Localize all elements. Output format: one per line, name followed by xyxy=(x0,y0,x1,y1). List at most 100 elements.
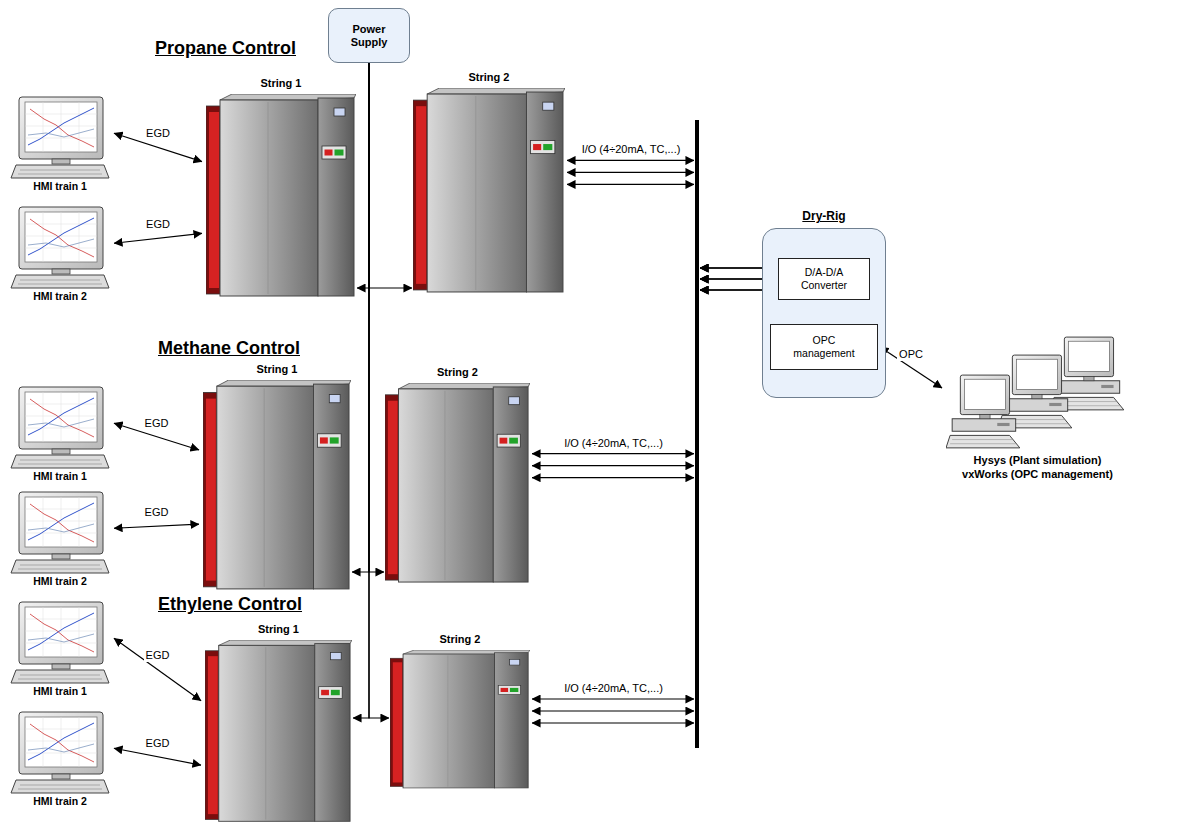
hmi-workstation: HMI train 1 xyxy=(10,95,110,192)
connector xyxy=(357,63,369,288)
box-label: OPC management xyxy=(791,334,857,360)
connector xyxy=(369,63,412,288)
connector xyxy=(369,63,389,718)
connector xyxy=(114,748,201,765)
control-cabinet: String 2 xyxy=(413,70,565,295)
hmi-caption: HMI train 2 xyxy=(10,290,110,302)
connector xyxy=(114,638,201,700)
connector xyxy=(114,524,199,528)
monitor-icon xyxy=(10,385,110,470)
string-label: String 1 xyxy=(206,76,356,94)
cabinet-icon xyxy=(385,383,530,585)
cabinet-icon-shape xyxy=(413,88,565,292)
connector-line xyxy=(114,748,201,765)
edge-label: EGD xyxy=(144,737,172,750)
cabinet-icon-shape xyxy=(206,94,356,296)
connector xyxy=(532,268,777,723)
edge-label: EGD xyxy=(144,127,172,140)
connector-line xyxy=(114,233,202,243)
box-label: D/A-D/A Converter xyxy=(791,266,857,292)
connector-line xyxy=(352,63,369,572)
process-box: OPC management xyxy=(770,324,878,370)
io-bus xyxy=(695,120,699,748)
box-text: OPC management xyxy=(791,334,857,360)
connector xyxy=(880,347,942,388)
hmi-workstation: HMI train 1 xyxy=(10,385,110,482)
connector xyxy=(114,233,202,243)
connector-line xyxy=(532,722,694,723)
section-heading: Ethylene Control xyxy=(158,594,302,615)
box-label: Power Supply xyxy=(341,23,397,49)
hmi-workstation: HMI train 2 xyxy=(10,205,110,302)
edge-label: EGD xyxy=(144,649,172,662)
edge-label: EGD xyxy=(143,417,171,430)
hmi-workstation: HMI train 2 xyxy=(10,710,110,807)
edge-label: EGD xyxy=(143,506,171,519)
computer-icon-shape xyxy=(946,337,1124,448)
connector-line xyxy=(532,698,694,699)
process-box-outline: D/A-D/A Converter xyxy=(778,258,870,300)
dry-rig-box: Dry-RigD/A-D/A ConverterOPC management xyxy=(762,228,886,398)
edge-label: OPC xyxy=(897,348,925,361)
connector-line xyxy=(532,477,694,478)
monitor-icon-shape xyxy=(11,712,109,793)
cabinet-icon xyxy=(206,94,356,299)
hmi-workstation: HMI train 1 xyxy=(10,600,110,697)
monitor-icon xyxy=(10,710,110,795)
hmi-caption: HMI train 1 xyxy=(10,685,110,697)
connector-line xyxy=(532,453,694,454)
monitor-icon xyxy=(10,205,110,290)
monitor-icon-shape xyxy=(11,207,109,288)
process-box-outline: OPC management xyxy=(770,324,878,370)
connector-line xyxy=(369,63,412,288)
monitor-icon xyxy=(10,600,110,685)
control-cabinet: String 1 xyxy=(205,622,352,824)
connector-line xyxy=(114,524,199,528)
connector-line xyxy=(567,184,694,185)
group-heading: Dry-Rig xyxy=(762,209,886,223)
cabinet-icon xyxy=(390,650,530,790)
monitor-icon-shape xyxy=(11,492,109,573)
section-heading: Propane Control xyxy=(155,38,296,59)
monitor-icon xyxy=(10,95,110,180)
hmi-caption: HMI train 2 xyxy=(10,795,110,807)
string-label: String 2 xyxy=(413,70,565,88)
cabinet-icon-shape xyxy=(385,383,530,582)
connector-line xyxy=(567,172,694,173)
control-cabinet: String 1 xyxy=(206,76,356,299)
cabinet-icon-shape xyxy=(205,640,352,821)
connector xyxy=(353,63,369,718)
connector xyxy=(352,63,369,572)
process-box: D/A-D/A Converter xyxy=(778,258,870,300)
control-cabinet: String 2 xyxy=(390,632,530,790)
string-label: String 1 xyxy=(203,362,351,380)
simulation-computers: Hysys (Plant simulation)vxWorks (OPC man… xyxy=(930,335,1145,481)
connector-line xyxy=(880,347,942,388)
monitor-icon-shape xyxy=(11,387,109,468)
cabinet-icon xyxy=(203,380,351,592)
edge-label: I/O (4÷20mA, TC,...) xyxy=(562,682,665,695)
connector xyxy=(532,268,777,478)
edge-label: EGD xyxy=(144,218,172,231)
computer-icon xyxy=(938,335,1138,453)
connector-line xyxy=(353,63,369,718)
dry-rig-outline xyxy=(762,228,886,398)
computer-caption: vxWorks (OPC management) xyxy=(930,467,1145,481)
monitor-icon-shape xyxy=(11,97,109,178)
box-text: D/A-D/A Converter xyxy=(791,266,857,292)
hmi-caption: HMI train 1 xyxy=(10,470,110,482)
cabinet-icon xyxy=(413,88,565,295)
power-supply-outline: Power Supply xyxy=(328,8,410,63)
hmi-caption: HMI train 2 xyxy=(10,575,110,587)
connector-line xyxy=(369,63,384,572)
control-cabinet: String 1 xyxy=(203,362,351,592)
cabinet-icon-shape xyxy=(203,380,351,589)
string-label: String 2 xyxy=(390,632,530,650)
cabinet-icon-shape xyxy=(390,650,530,788)
cabinet-icon xyxy=(205,640,352,824)
power-supply-box: Power Supply xyxy=(328,8,410,63)
connector-line xyxy=(567,160,694,161)
edge-label: I/O (4÷20mA, TC,...) xyxy=(562,437,665,450)
hmi-workstation: HMI train 2 xyxy=(10,490,110,587)
